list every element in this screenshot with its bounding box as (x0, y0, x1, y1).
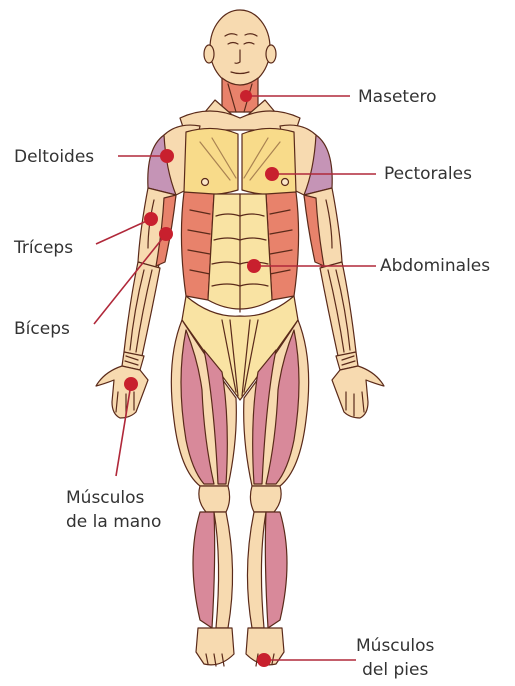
abdominals (208, 194, 272, 312)
mano-marker (124, 377, 138, 391)
pectorals (184, 128, 296, 194)
pies-label-line2: del pies (356, 658, 434, 682)
masetero-marker (240, 90, 252, 102)
abdominales-label: Abdominales (380, 255, 490, 277)
abdominales-marker (247, 259, 261, 273)
mano-label-line1: Músculos (66, 486, 161, 510)
masetero-label: Masetero (358, 86, 437, 108)
deltoides-marker (160, 149, 174, 163)
biceps-label: Bíceps (14, 318, 70, 340)
pectorales-label: Pectorales (384, 163, 472, 185)
triceps-marker (144, 212, 158, 226)
head (204, 10, 276, 86)
pectorales-marker (265, 167, 279, 181)
pies-marker (257, 653, 271, 667)
pies-label-line1: Músculos (356, 634, 434, 658)
pies-label: Músculos del pies (356, 634, 434, 682)
mano-label: Músculos de la mano (66, 486, 161, 534)
biceps-marker (159, 227, 173, 241)
mano-label-line2: de la mano (66, 510, 161, 534)
deltoides-label: Deltoides (14, 146, 94, 168)
triceps-label: Tríceps (14, 237, 73, 259)
